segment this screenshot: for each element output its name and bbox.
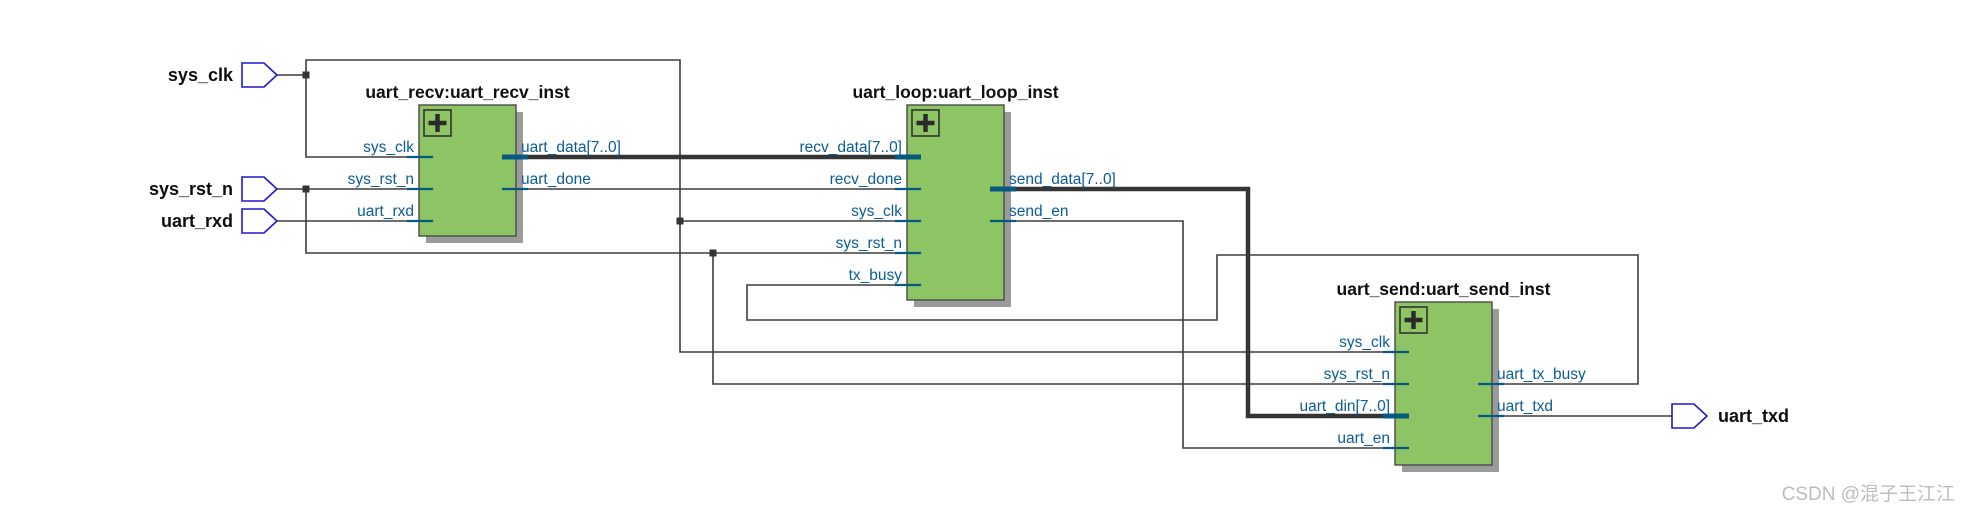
net-send-data-7-0-[interactable] <box>1000 186 1398 419</box>
pin-label-send-en: send_en <box>1009 203 1068 220</box>
pin-label-recv-done: recv_done <box>830 171 902 188</box>
pin-label-send-data-7-0-: send_data[7..0] <box>1009 171 1116 188</box>
module-title-uart-send: uart_send:uart_send_inst <box>1337 279 1551 299</box>
port-flag-sys-clk[interactable] <box>241 62 279 88</box>
module-box-uart-loop[interactable] <box>906 104 1005 301</box>
net-sys-clk[interactable] <box>305 75 420 158</box>
pin-label-sys-clk: sys_clk <box>851 203 902 220</box>
port-flag-sys-rst-n[interactable] <box>241 176 279 202</box>
pin-label-sys-clk: sys_clk <box>1339 334 1390 351</box>
pin-label-uart-done: uart_done <box>521 171 591 188</box>
net-tx-busy[interactable] <box>746 254 1639 385</box>
pin-label-uart-en: uart_en <box>1337 430 1390 447</box>
port-label-uart-rxd: uart_rxd <box>161 211 233 231</box>
port-label-sys-rst-n: sys_rst_n <box>149 179 233 199</box>
pin-label-uart-data-7-0-: uart_data[7..0] <box>521 139 621 156</box>
net-sys-clk[interactable] <box>305 59 1400 353</box>
port-label-sys-clk: sys_clk <box>168 65 234 85</box>
expand-plus-icon[interactable] <box>911 109 940 137</box>
net-sys-rst-n[interactable] <box>712 253 1400 385</box>
port-flag-uart-rxd[interactable] <box>241 208 279 234</box>
net-send-en[interactable] <box>1000 220 1398 449</box>
pin-label-uart-txd: uart_txd <box>1497 398 1553 415</box>
csdn-watermark: CSDN @混子王江江 <box>1782 483 1955 505</box>
pin-label-uart-rxd: uart_rxd <box>357 203 414 220</box>
pin-label-sys-clk: sys_clk <box>363 139 414 156</box>
expand-plus-icon[interactable] <box>423 109 452 137</box>
junction-dot <box>709 249 717 257</box>
module-box-uart-recv[interactable] <box>418 104 517 237</box>
pin-label-uart-tx-busy: uart_tx_busy <box>1497 366 1586 383</box>
module-box-uart-send[interactable] <box>1394 301 1493 466</box>
junction-dot <box>676 217 684 225</box>
module-title-uart-recv: uart_recv:uart_recv_inst <box>365 82 569 102</box>
pin-label-sys-rst-n: sys_rst_n <box>836 235 902 252</box>
pin-label-sys-rst-n: sys_rst_n <box>1324 366 1390 383</box>
port-flag-uart-txd[interactable] <box>1671 403 1709 429</box>
module-title-uart-loop: uart_loop:uart_loop_inst <box>852 82 1058 102</box>
pin-label-recv-data-7-0-: recv_data[7..0] <box>799 139 902 156</box>
plus-icon-frame <box>1399 306 1428 334</box>
plus-icon-frame <box>911 109 940 137</box>
junction-dot <box>302 185 310 193</box>
plus-icon-frame <box>423 109 452 137</box>
pin-label-sys-rst-n: sys_rst_n <box>348 171 414 188</box>
pin-label-tx-busy: tx_busy <box>849 267 903 284</box>
net-sys-rst-n[interactable] <box>305 189 902 254</box>
pin-label-uart-din-7-0-: uart_din[7..0] <box>1300 398 1390 415</box>
expand-plus-icon[interactable] <box>1399 306 1428 334</box>
junction-dot <box>302 71 310 79</box>
port-label-uart-txd: uart_txd <box>1718 406 1789 426</box>
